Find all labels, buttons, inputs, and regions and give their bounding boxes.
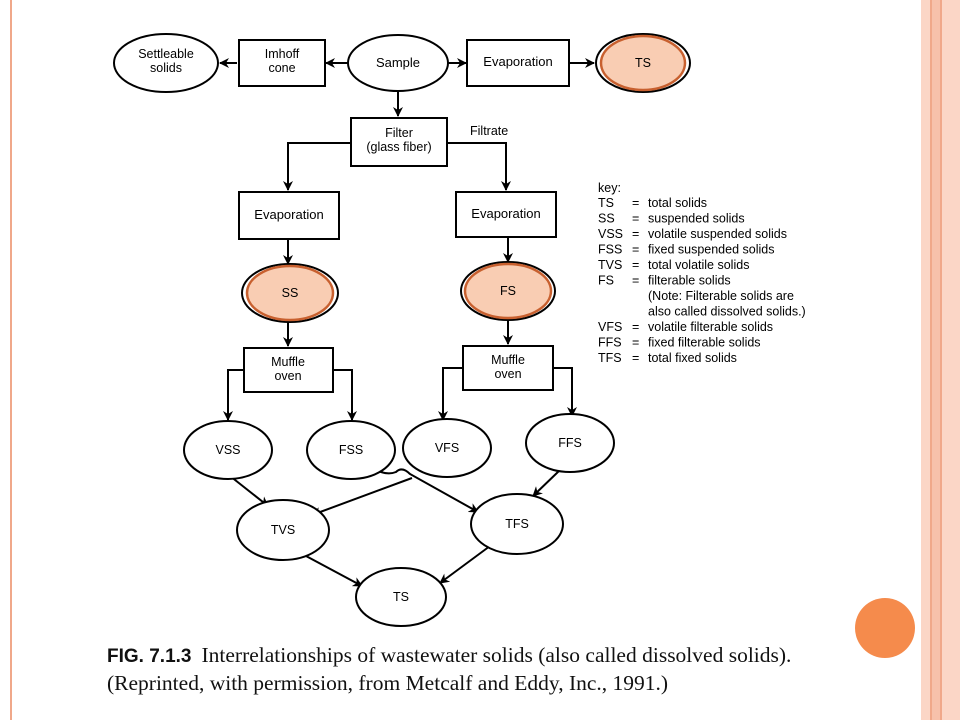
node-ffs: FFS xyxy=(525,413,615,473)
right-border-line xyxy=(930,0,932,720)
key-description: volatile suspended solids xyxy=(648,227,787,241)
key-description: fixed suspended solids xyxy=(648,243,774,257)
arrow-ffs-tfs xyxy=(532,469,561,497)
key-description: also called dissolved solids.) xyxy=(648,305,806,319)
node-label: Evaporation xyxy=(483,54,552,69)
node-label: TVS xyxy=(271,523,295,537)
filtrate-label: Filtrate xyxy=(470,124,508,138)
node-tfs: TFS xyxy=(470,493,564,555)
right-border-line xyxy=(940,0,942,720)
key-equals: = xyxy=(632,351,639,365)
key-abbr: FFS xyxy=(598,336,622,350)
connectors xyxy=(219,58,595,587)
key-abbr: FS xyxy=(598,274,614,288)
node-label: Sample xyxy=(376,55,420,70)
caption-text: Interrelationships of wastewater solids … xyxy=(107,643,792,695)
right-border-band xyxy=(932,0,940,720)
node-label: FFS xyxy=(558,436,582,450)
key-equals: = xyxy=(632,212,639,226)
node-label: TFS xyxy=(505,517,529,531)
arrow-muffle-fss xyxy=(333,369,357,421)
node-label: FSS xyxy=(339,443,363,457)
node-sample: Sample xyxy=(347,34,449,92)
left-border-rule xyxy=(10,0,12,720)
arrow-muffle-ffs xyxy=(553,367,577,417)
node-ts-bottom: TS xyxy=(355,567,447,627)
key-description: suspended solids xyxy=(648,212,745,226)
key-equals: = xyxy=(632,274,639,288)
node-label: TS xyxy=(635,56,651,70)
node-evaporation-right: Evaporation xyxy=(455,191,557,238)
node-vfs: VFS xyxy=(402,418,492,478)
key-description: filterable solids xyxy=(648,274,731,288)
node-fss: FSS xyxy=(306,420,396,480)
node-label: Evaporation xyxy=(471,206,540,221)
right-border-band xyxy=(921,0,930,720)
node-ts-top: TS xyxy=(595,33,691,93)
arrow-vss-tvs xyxy=(229,475,269,507)
key-abbr: TFS xyxy=(598,351,622,365)
node-evaporation-top: Evaporation xyxy=(466,39,570,87)
node-ss: SS xyxy=(241,263,339,323)
key-abbr: TS xyxy=(598,196,614,210)
key-description: fixed filterable solids xyxy=(648,336,761,350)
node-evaporation-left: Evaporation xyxy=(238,191,340,240)
key-equals: = xyxy=(632,336,639,350)
node-label: Evaporation xyxy=(254,207,323,222)
node-label: FS xyxy=(500,284,516,298)
arrow-tvs-ts xyxy=(305,555,363,587)
node-tvs: TVS xyxy=(236,499,330,561)
node-vss: VSS xyxy=(183,420,273,480)
key-equals: = xyxy=(632,196,639,210)
key-description: total solids xyxy=(648,196,707,210)
node-label: SS xyxy=(282,286,299,300)
node-label: VFS xyxy=(435,441,459,455)
key-abbr: VFS xyxy=(598,320,622,334)
figure-number: FIG. 7.1.3 xyxy=(107,646,192,667)
arrow-filter-evap-right xyxy=(447,142,511,191)
key-description: (Note: Filterable solids are xyxy=(648,289,794,303)
key-abbr: VSS xyxy=(598,227,623,241)
key-equals: = xyxy=(632,320,639,334)
key-abbr: SS xyxy=(598,212,615,226)
key-equals: = xyxy=(632,258,639,272)
key-abbr: TVS xyxy=(598,258,622,272)
arrow-muffle-vfs xyxy=(438,367,463,421)
node-label: TS xyxy=(393,590,409,604)
arrow-vfs-tvs xyxy=(311,477,413,517)
key-equals: = xyxy=(632,227,639,241)
key-equals: = xyxy=(632,243,639,257)
key-description: total fixed solids xyxy=(648,351,737,365)
key-title: key: xyxy=(598,181,621,195)
key-description: total volatile solids xyxy=(648,258,749,272)
arrow-filter-evap-left xyxy=(283,142,350,191)
right-border-band xyxy=(942,0,960,720)
arrow-muffle-vss xyxy=(223,369,243,421)
node-label: Filter(glass fiber) xyxy=(366,126,431,154)
accent-circle xyxy=(855,598,915,658)
key-description: volatile filterable solids xyxy=(648,320,773,334)
node-fs: FS xyxy=(460,261,556,321)
key-abbr: FSS xyxy=(598,243,622,257)
node-filter: Filter(glass fiber) xyxy=(350,117,448,167)
node-label: VSS xyxy=(215,443,240,457)
arrow-tfs-ts xyxy=(439,545,491,584)
